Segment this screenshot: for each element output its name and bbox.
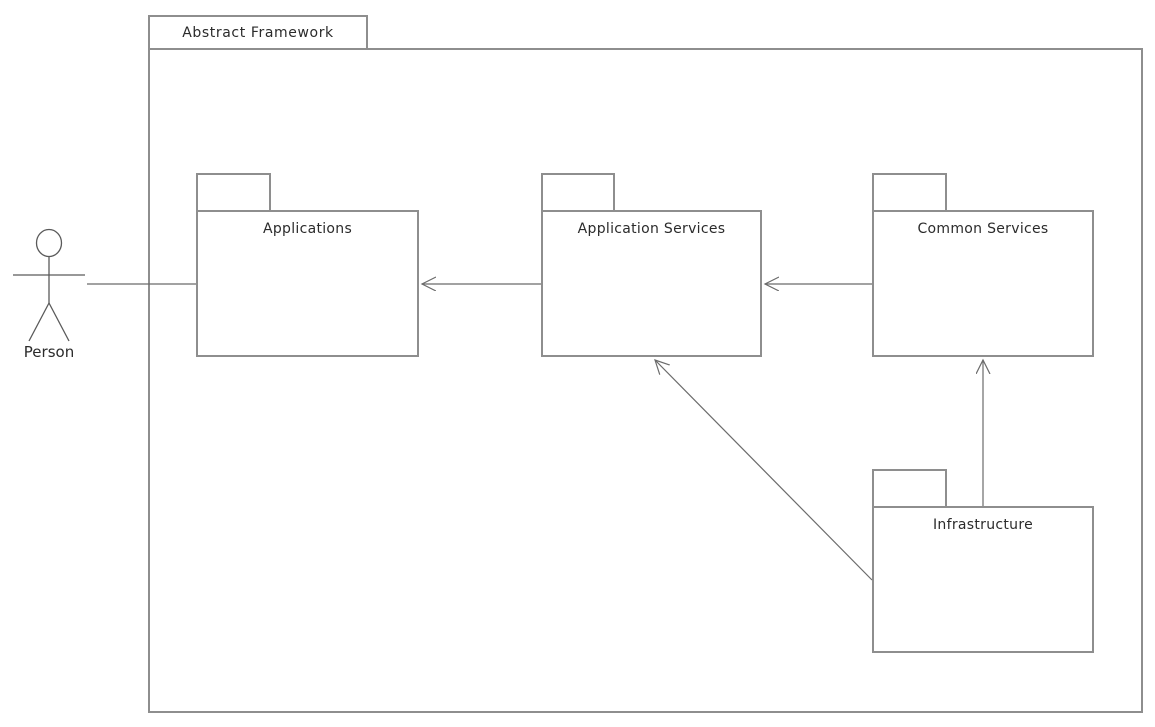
package-applications-tab [196,173,271,210]
frame-title-tab: Abstract Framework [148,15,368,48]
package-common-services-label: Common Services [917,221,1049,237]
package-applications: Applications [196,210,419,357]
package-infrastructure-tab [872,469,947,506]
package-application-services-tab [541,173,615,210]
package-application-services-label: Application Services [577,221,726,237]
frame-title: Abstract Framework [182,24,334,41]
package-applications-label: Applications [262,221,353,237]
actor-person-label: Person [23,343,75,361]
person-actor-icon [13,228,85,342]
package-common-services: Common Services [872,210,1094,357]
package-common-services-tab [872,173,947,210]
package-infrastructure: Infrastructure [872,506,1094,653]
package-application-services: Application Services [541,210,762,357]
package-infrastructure-label: Infrastructure [933,517,1033,533]
